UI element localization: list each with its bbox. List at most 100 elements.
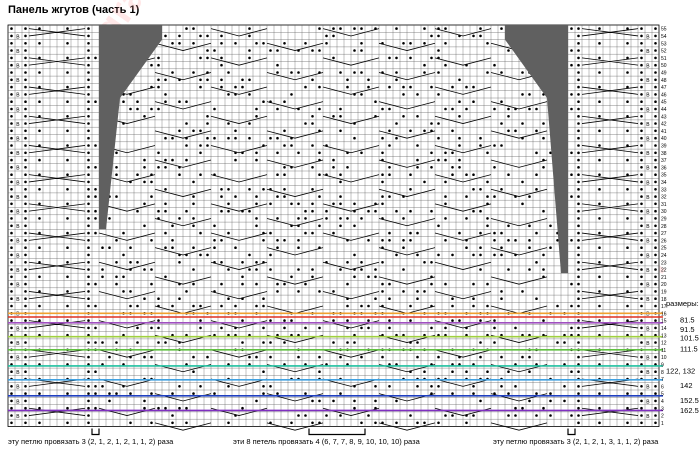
size-label: 152.5: [680, 396, 699, 405]
stitch-symbol: В: [16, 312, 20, 318]
stitch-symbol: В: [646, 341, 650, 347]
stitch-symbol: В: [16, 399, 20, 405]
stitch-symbol: В: [646, 78, 650, 84]
stitch-symbol: В: [16, 122, 20, 128]
stitch-symbol: В: [16, 224, 20, 230]
row-number: 38: [661, 151, 667, 157]
stitch-symbol: В: [16, 283, 20, 289]
row-number: 31: [661, 202, 667, 208]
stitch-symbol: В: [16, 34, 20, 40]
row-number: 16: [661, 311, 667, 317]
row-number: 9: [661, 363, 664, 369]
row-number: 35: [661, 173, 667, 179]
repeat-bracket: [91, 428, 100, 436]
row-number: 12: [661, 341, 667, 347]
row-number: 47: [661, 85, 667, 91]
row-number: 7: [661, 377, 664, 383]
stitch-symbol: В: [646, 239, 650, 245]
note-right-repeat: эту петлю провязать 3 (2, 1, 2, 1, 3, 1,…: [493, 437, 659, 446]
row-number: 48: [661, 78, 667, 84]
row-number: 50: [661, 63, 667, 69]
row-number: 46: [661, 92, 667, 98]
row-number: 17: [661, 304, 667, 310]
decrease-shapes: [99, 25, 568, 274]
size-label: 111.5: [680, 345, 698, 354]
stitch-symbol: В: [646, 414, 650, 420]
grid-lines: [8, 25, 659, 427]
row-number: 39: [661, 144, 667, 150]
stitch-symbol: В: [646, 268, 650, 274]
stitch-symbol: В: [646, 253, 650, 259]
stitch-symbol: В: [16, 93, 20, 99]
stitch-symbol: В: [16, 341, 20, 347]
stitch-symbol: В: [646, 370, 650, 376]
stitch-symbol: В: [16, 137, 20, 143]
stitch-symbol: В: [646, 151, 650, 157]
row-number: 14: [661, 326, 667, 332]
stitch-symbol: В: [646, 107, 650, 113]
note-left-repeat: эту петлю провязать 3 (2, 1, 2, 1, 2, 1,…: [8, 437, 174, 446]
stitch-symbol: В: [16, 210, 20, 216]
row-numbers: 5554535251504948474645444342414039383736…: [661, 27, 667, 427]
row-number: 37: [661, 158, 667, 164]
stitch-symbol: В: [646, 399, 650, 405]
stitch-symbol: В: [16, 49, 20, 55]
stitch-symbol: В: [646, 122, 650, 128]
row-number: 32: [661, 195, 667, 201]
row-number: 25: [661, 246, 667, 252]
row-number: 54: [661, 34, 667, 40]
row-number: 10: [661, 355, 667, 361]
row-number: 26: [661, 238, 667, 244]
row-number: 19: [661, 290, 667, 296]
row-number: 43: [661, 114, 667, 120]
decrease-wedge-left: [99, 25, 162, 230]
note-middle-repeat: эти 8 петель провязать 4 (6, 7, 7, 8, 9,…: [233, 437, 420, 446]
row-number: 40: [661, 136, 667, 142]
repeat-bracket: [567, 428, 576, 436]
size-label: 122, 132: [666, 367, 695, 376]
size-label: 81.5: [680, 315, 695, 324]
row-number: 6: [661, 384, 664, 390]
stitch-symbol: В: [646, 326, 650, 332]
row-number: 20: [661, 282, 667, 288]
stitch-symbol: В: [16, 180, 20, 186]
row-number: 2: [661, 414, 664, 420]
stitch-symbol: В: [646, 356, 650, 362]
row-number: 30: [661, 209, 667, 215]
size-label: 91.5: [680, 325, 695, 334]
row-number: 5: [661, 392, 664, 398]
row-number: 34: [661, 180, 667, 186]
stitch-symbol: В: [16, 151, 20, 157]
stitch-symbol: В: [646, 64, 650, 70]
size-label: 142: [680, 381, 693, 390]
row-number: 22: [661, 268, 667, 274]
size-lines: [8, 312, 663, 412]
row-number: 3: [661, 406, 664, 412]
row-number: 8: [661, 370, 664, 376]
row-number: 33: [661, 187, 667, 193]
stitch-symbol: В: [16, 107, 20, 113]
row-number: 52: [661, 49, 667, 55]
row-number: 53: [661, 41, 667, 47]
stitch-symbol: В: [16, 239, 20, 245]
row-number: 21: [661, 275, 667, 281]
row-number: 24: [661, 253, 667, 259]
row-number: 1: [661, 421, 664, 427]
row-number: 36: [661, 165, 667, 171]
repeat-bracket: [308, 428, 366, 436]
stitch-symbol: В: [16, 326, 20, 332]
stitch-symbol: В: [16, 370, 20, 376]
stitch-symbol: В: [646, 93, 650, 99]
stitch-symbol: В: [16, 297, 20, 303]
stitch-symbol: В: [16, 253, 20, 259]
stitch-symbol: В: [16, 64, 20, 70]
stitch-symbol: В: [646, 49, 650, 55]
stitch-symbol: В: [646, 297, 650, 303]
row-number: 45: [661, 100, 667, 106]
row-number: 41: [661, 129, 667, 135]
row-number: 55: [661, 27, 667, 33]
stitch-symbol: В: [646, 210, 650, 216]
stitch-symbol: В: [16, 385, 20, 391]
